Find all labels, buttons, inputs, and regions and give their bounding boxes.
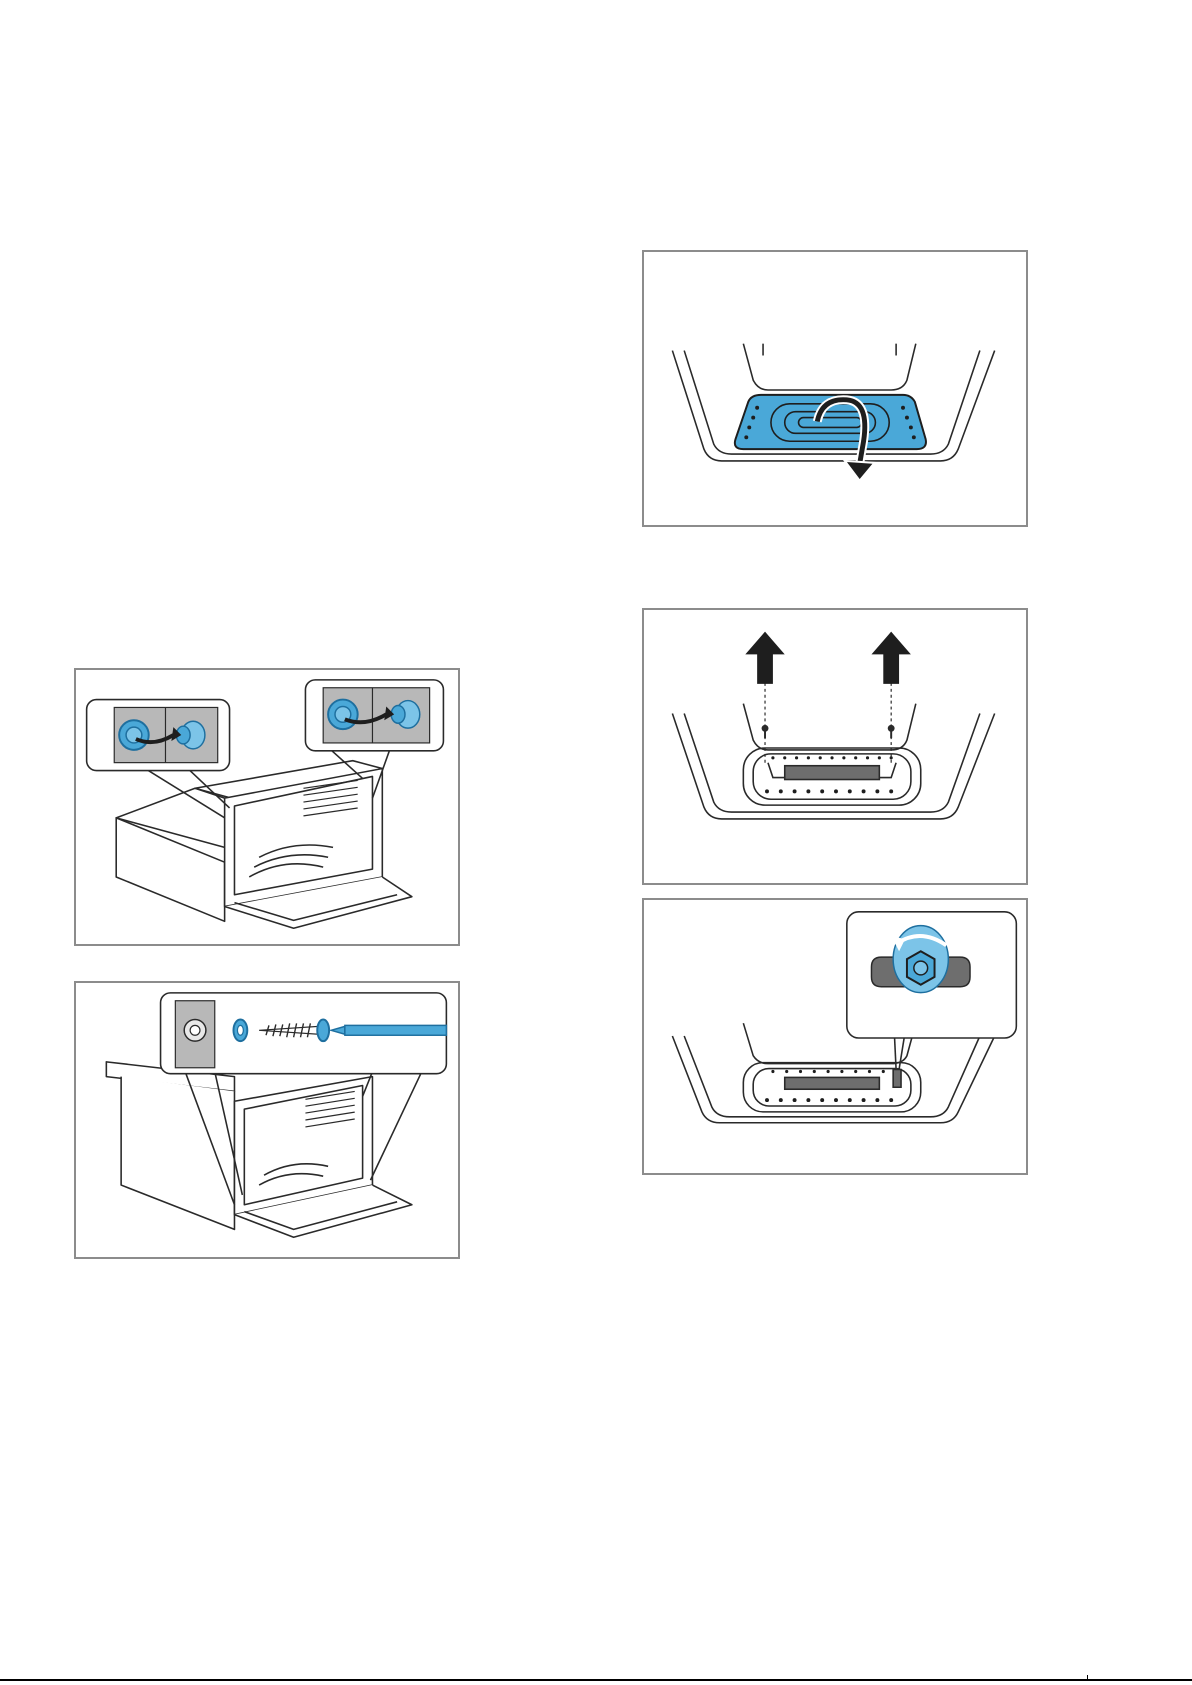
- illustration-rotate-floor-plate: [642, 250, 1028, 527]
- cavity-floor-icon: [644, 252, 1026, 525]
- cavity-floor-icon: [644, 900, 1026, 1173]
- oven-icon: [76, 670, 458, 944]
- screwdriver-icon: [331, 1025, 446, 1035]
- oven-icon: [76, 983, 458, 1257]
- cavity-floor-icon: [644, 610, 1026, 883]
- illustration-remove-heating-element-screws: [642, 608, 1028, 885]
- illustration-turn-adjustment-nut: [642, 898, 1028, 1175]
- up-arrow-icon: [745, 632, 911, 684]
- screw-icon: [762, 725, 895, 738]
- illustration-remove-cover-caps: [74, 668, 460, 946]
- illustration-screw-oven-to-cabinet: [74, 981, 460, 1259]
- footer-rule: [0, 1679, 1192, 1681]
